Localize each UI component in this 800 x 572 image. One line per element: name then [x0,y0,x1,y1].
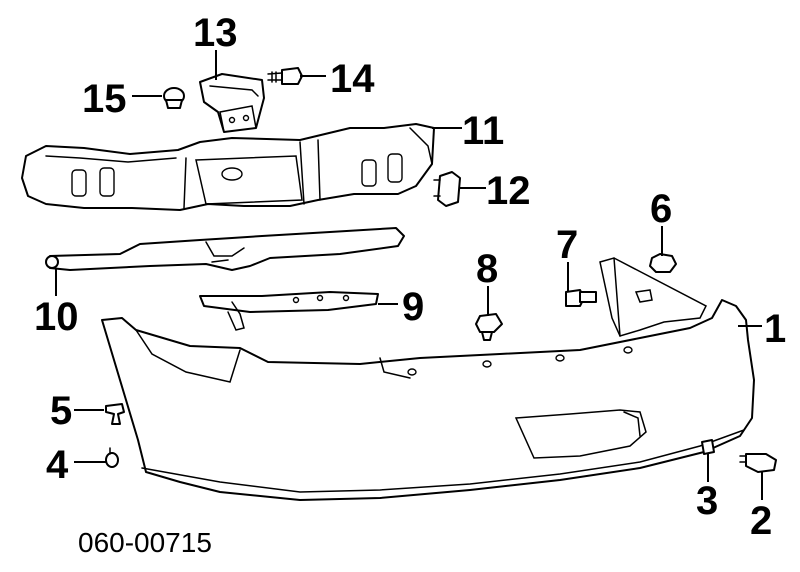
callout-10: 10 [34,295,79,339]
part-13-bracket [199,73,265,133]
part-15-clip [163,87,185,109]
part-9-bracket [199,291,379,331]
callout-11: 11 [462,109,504,153]
diagram-code: 060-00715 [78,527,212,558]
callout-5: 5 [50,389,72,433]
part-7-bolt [565,289,597,307]
callout-12: 12 [486,169,531,213]
callout-2: 2 [750,499,772,543]
callout-8: 8 [476,247,498,291]
part-14-bolt [267,67,303,85]
leader-lines [55,50,763,500]
callout-13: 13 [193,11,238,55]
part-3-clip [701,439,715,455]
callout-6: 6 [650,187,672,231]
part-8-clip [475,313,503,341]
callout-14: 14 [330,57,375,101]
part-10-molding [45,227,405,271]
part-6-nut [649,253,677,273]
callout-9: 9 [402,285,424,329]
part-5-retainer [105,403,125,425]
callout-4: 4 [46,443,69,487]
callout-7: 7 [556,223,578,267]
callout-15: 15 [82,77,127,121]
part-4-pin [105,447,119,468]
part-2-bolt [739,453,777,473]
part-12-clip [433,171,461,207]
callout-3: 3 [696,479,718,523]
callout-1: 1 [764,307,786,351]
part-11-absorber [21,123,435,211]
part-1-bumper-cover [101,257,755,501]
